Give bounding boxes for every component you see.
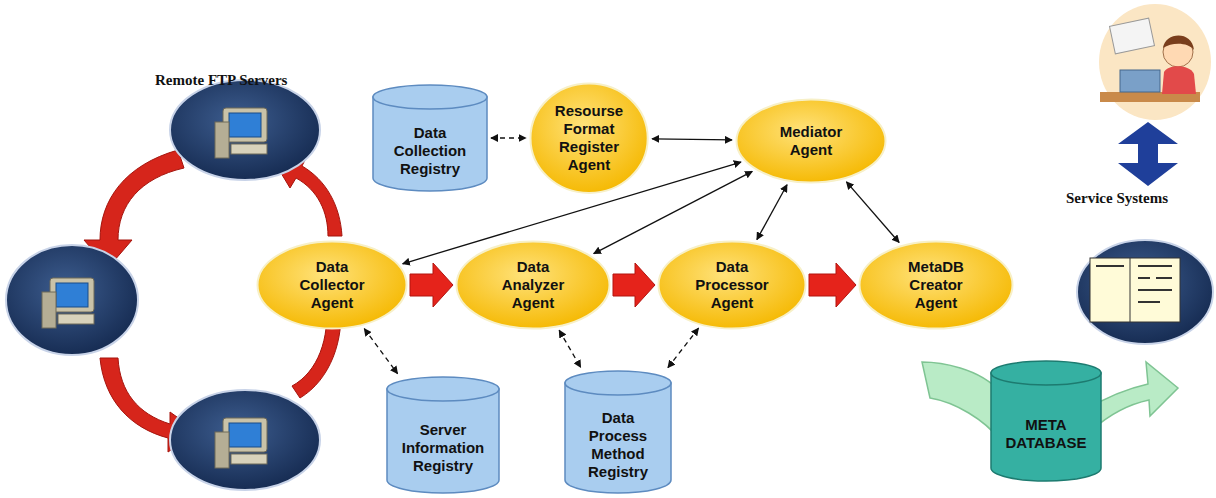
registry-link bbox=[559, 330, 580, 367]
caption-label: Remote FTP Servers bbox=[155, 72, 287, 89]
service-system bbox=[1077, 240, 1213, 344]
node-text: Data Process Method Registry bbox=[578, 409, 658, 481]
service-double-arrow bbox=[1118, 122, 1178, 186]
flow-arrow bbox=[613, 263, 655, 307]
node-text: Data Collection Registry bbox=[386, 124, 474, 178]
registry-cylinder: Server Information Registry bbox=[386, 376, 500, 494]
agent-shape bbox=[457, 242, 610, 329]
flow-arrow bbox=[809, 263, 856, 307]
agent-shape bbox=[530, 83, 647, 192]
agent-ellipse: Mediator Agent bbox=[735, 98, 887, 184]
registry-cylinder: META DATABASE bbox=[990, 360, 1102, 482]
cylinder-body bbox=[991, 373, 1101, 481]
ftp-server bbox=[170, 80, 320, 180]
registry-link bbox=[491, 137, 526, 138]
ftp-server bbox=[170, 390, 320, 490]
registry-cylinder: Data Process Method Registry bbox=[564, 370, 672, 494]
agent-shape bbox=[737, 100, 886, 183]
cylinder-top bbox=[387, 377, 499, 401]
registry-cylinder: Data Collection Registry bbox=[372, 84, 488, 192]
agent-ellipse: MetaDB Creator Agent bbox=[858, 240, 1014, 330]
node-text: Server Information Registry bbox=[394, 421, 492, 475]
cylinder-body bbox=[565, 383, 671, 493]
mediator-link bbox=[846, 182, 899, 243]
agent-shape bbox=[258, 242, 407, 329]
agent-shape bbox=[659, 242, 806, 329]
mediator-link bbox=[652, 139, 732, 140]
node-text: MetaDB Creator Agent bbox=[900, 258, 972, 312]
cylinder-body bbox=[373, 97, 487, 191]
flow-arrow bbox=[410, 263, 453, 307]
cylinder-top bbox=[373, 85, 487, 109]
agent-ellipse: Data Processor Agent bbox=[657, 240, 807, 330]
mediator-link bbox=[757, 185, 787, 240]
node-text: Data Collector Agent bbox=[292, 258, 372, 312]
user-illustration bbox=[1099, 4, 1211, 120]
agent-ellipse: Data Analyzer Agent bbox=[455, 240, 611, 330]
agent-ellipse: Resourse Format Register Agent bbox=[529, 82, 649, 194]
node-text: Data Processor Agent bbox=[692, 258, 772, 312]
cylinder-body bbox=[387, 389, 499, 493]
agent-shape bbox=[860, 242, 1013, 329]
cylinder-top bbox=[565, 371, 671, 395]
cylinder-top bbox=[991, 361, 1101, 385]
node-text: Resourse Format Register Agent bbox=[551, 102, 627, 174]
agent-ellipse: Data Collector Agent bbox=[256, 240, 408, 330]
caption-label: Service Systems bbox=[1066, 190, 1168, 207]
node-text: Data Analyzer Agent bbox=[493, 258, 573, 312]
node-text: META DATABASE bbox=[998, 416, 1094, 452]
node-text: Mediator Agent bbox=[772, 123, 850, 159]
registry-link bbox=[364, 329, 397, 374]
ftp-server bbox=[6, 245, 138, 355]
registry-link bbox=[668, 328, 699, 367]
